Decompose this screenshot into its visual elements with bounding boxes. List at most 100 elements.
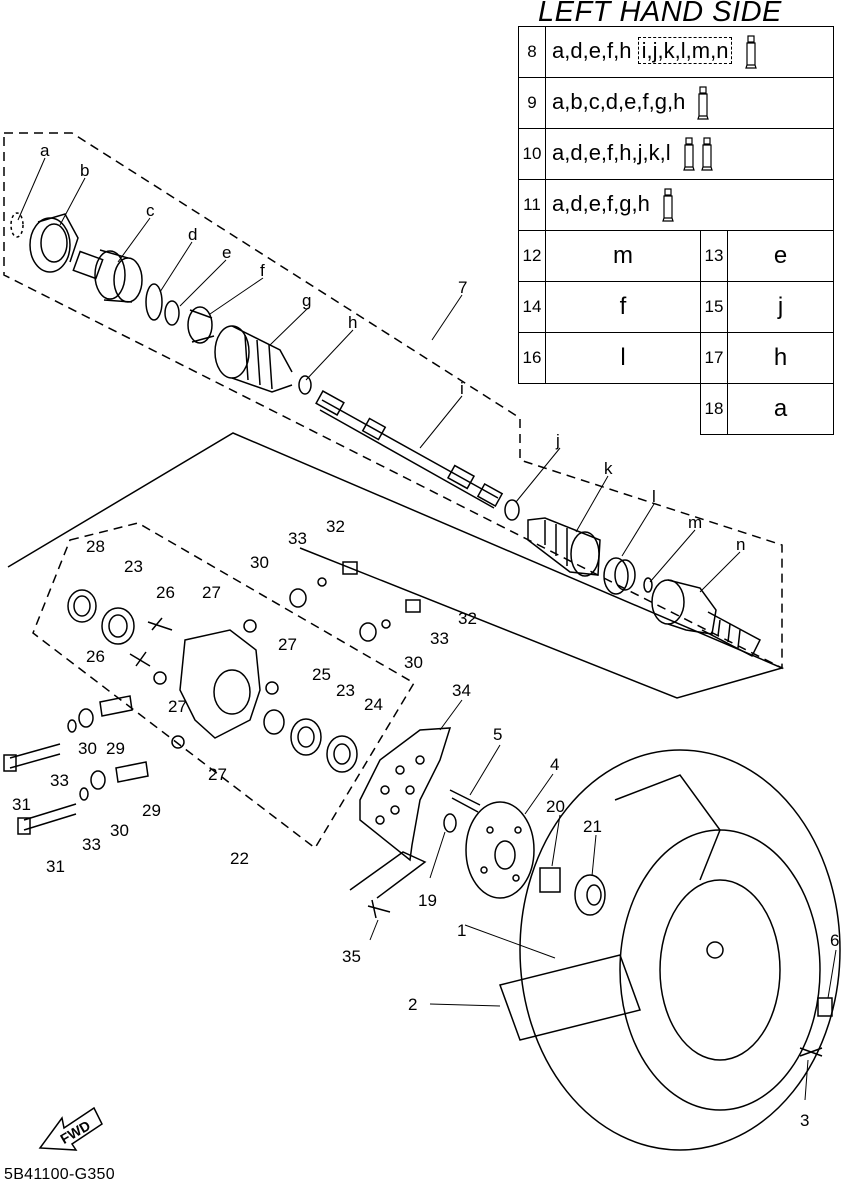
nut-20	[539, 867, 561, 893]
table-row: 11 a,d,e,f,g,h	[518, 179, 834, 231]
callout-b: b	[80, 161, 89, 180]
callout-l: l	[652, 487, 656, 506]
callout-6: 6	[830, 931, 839, 950]
grease-tube-icon	[682, 137, 695, 171]
circlip-m	[643, 577, 653, 593]
callout-26a: 26	[156, 583, 175, 602]
circlip-d	[145, 283, 163, 321]
callout-4: 4	[550, 755, 559, 774]
row-num: 12	[518, 230, 546, 282]
boxed-item-list: i,j,k,l,m,n	[637, 36, 733, 64]
seal-b	[29, 213, 79, 273]
grease-tube-icon	[662, 188, 674, 222]
table-row: 16 l 17 h	[518, 332, 834, 384]
callout-27b: 27	[278, 635, 297, 654]
callout-f: f	[260, 261, 265, 280]
callout-d: d	[188, 225, 197, 244]
kit-table: 8 a,d,e,f,h i,j,k,l,m,n 9 a,b,c,d,e,f,g,…	[518, 26, 834, 435]
callout-28: 28	[86, 537, 105, 556]
fwd-arrow-icon	[38, 1106, 103, 1151]
table-row: 10 a,d,e,f,h,j,k,l	[518, 128, 834, 180]
row-items: a,b,c,d,e,f,g,h	[545, 77, 834, 129]
row-items: a,d,e,f,h i,j,k,l,m,n	[545, 26, 834, 78]
callout-33c: 33	[50, 771, 69, 790]
callout-29b: 29	[142, 801, 161, 820]
knuckle-23-28	[67, 589, 358, 773]
table-row: 14 f 15 j	[518, 281, 834, 333]
row-value: f	[545, 281, 701, 333]
band-f	[187, 306, 215, 344]
callout-33b: 33	[430, 629, 449, 648]
callout-30a: 30	[250, 553, 269, 572]
page-title: LEFT HAND SIDE	[538, 0, 782, 28]
item-list: a,b,c,d,e,f,g,h	[552, 88, 686, 114]
valve-3	[799, 1047, 823, 1057]
callout-29a: 29	[106, 739, 125, 758]
callout-27a: 27	[202, 583, 221, 602]
row-num: 10	[518, 128, 546, 180]
table-row: 8 a,d,e,f,h i,j,k,l,m,n	[518, 26, 834, 78]
callout-g: g	[302, 291, 311, 310]
table-row: 12 m 13 e	[518, 230, 834, 282]
row-items: a,d,e,f,g,h	[545, 179, 834, 231]
callout-h: h	[348, 313, 357, 332]
row-value: e	[727, 230, 834, 282]
callout-23a: 23	[124, 557, 143, 576]
wheel-tire	[499, 749, 841, 1151]
callout-31b: 31	[46, 857, 65, 876]
callout-2: 2	[408, 995, 417, 1014]
callout-31a: 31	[12, 795, 31, 814]
callout-20: 20	[546, 797, 565, 816]
o-ring-19	[443, 813, 457, 833]
row-num: 11	[518, 179, 546, 231]
callout-22: 22	[230, 849, 249, 868]
callout-25: 25	[312, 665, 331, 684]
callout-i: i	[460, 379, 464, 398]
row-value: m	[545, 230, 701, 282]
nut-6	[817, 997, 833, 1017]
row-num: 14	[518, 281, 546, 333]
row-value: a	[727, 383, 834, 435]
callout-21: 21	[583, 817, 602, 836]
shaft-i	[315, 390, 504, 509]
boot-g	[214, 325, 293, 393]
callout-c: c	[146, 201, 155, 220]
cv-joint-n	[651, 579, 761, 658]
cv-joint-c	[72, 249, 143, 303]
callout-30d: 30	[110, 821, 129, 840]
callout-33d: 33	[82, 835, 101, 854]
callout-23b: 23	[336, 681, 355, 700]
hub-4	[465, 801, 535, 899]
band-h	[298, 375, 312, 395]
band-e	[164, 300, 180, 326]
table-empty-cell	[519, 384, 701, 435]
grease-tube-icon	[744, 35, 757, 69]
callout-35: 35	[342, 947, 361, 966]
callout-a: a	[40, 141, 50, 160]
knuckle-group-dashed	[32, 522, 416, 850]
leader-lines	[17, 157, 837, 1101]
callout-19: 19	[418, 891, 437, 910]
bolts-29-33	[3, 561, 421, 835]
callout-labels: a b c d e f g h i j k l m n 7 1 2 3 4 5 …	[12, 141, 839, 1147]
item-list: a,d,e,f,h,j,k,l	[552, 139, 671, 165]
callout-32a: 32	[326, 517, 345, 536]
row-num: 13	[700, 230, 728, 282]
circlip-a	[10, 212, 24, 238]
row-num: 16	[518, 332, 546, 384]
callout-26b: 26	[86, 647, 105, 666]
callout-k: k	[604, 459, 613, 478]
band-l	[603, 557, 636, 595]
row-num: 9	[518, 77, 546, 129]
callout-27d: 27	[208, 765, 227, 784]
item-list: a,d,e,f,h	[552, 37, 632, 63]
row-value: j	[727, 281, 834, 333]
callout-32b: 32	[458, 609, 477, 628]
callout-e: e	[222, 243, 231, 262]
item-list: a,d,e,f,g,h	[552, 190, 650, 216]
callout-34: 34	[452, 681, 471, 700]
band-j	[504, 499, 520, 521]
disc-guard-34	[359, 727, 452, 862]
bolt-5	[449, 789, 481, 813]
